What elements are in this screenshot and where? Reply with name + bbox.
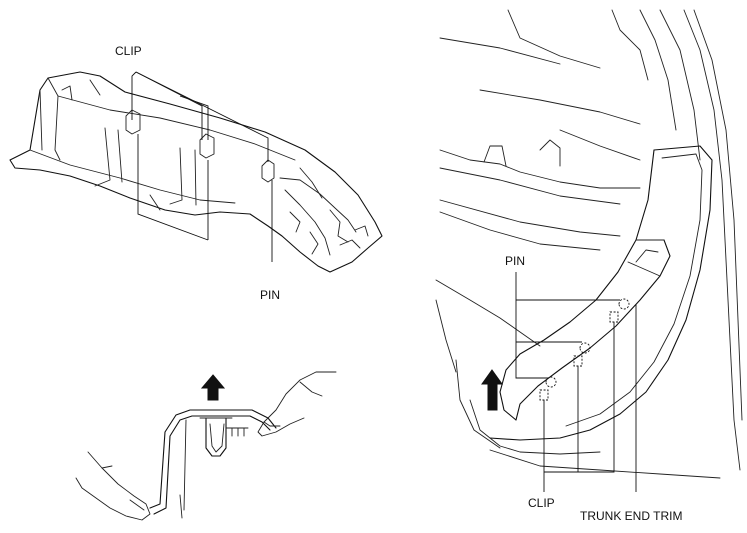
up-arrow-icon xyxy=(481,369,503,411)
label-trunk-end-trim: TRUNK END TRIM xyxy=(580,509,682,523)
label-clip-bottom: CLIP xyxy=(528,496,555,510)
clip-removal-detail xyxy=(75,371,337,521)
label-pin-right: PIN xyxy=(505,254,525,268)
label-pin-top: PIN xyxy=(260,288,280,302)
trunk-view-drawing xyxy=(435,9,743,492)
trim-panel-drawing xyxy=(9,71,383,273)
label-clip-top: CLIP xyxy=(115,44,142,58)
up-arrow-icon xyxy=(200,374,226,401)
